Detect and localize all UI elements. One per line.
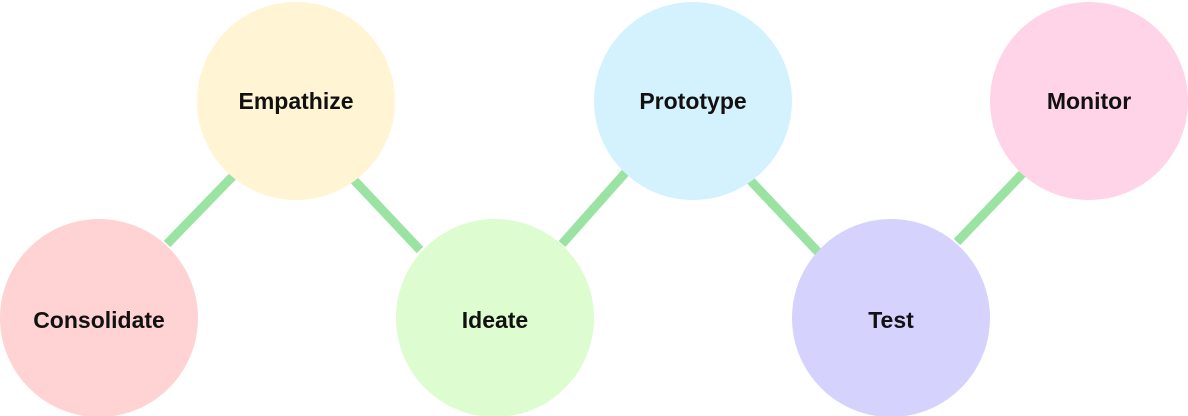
node-consolidate: Consolidate (0, 219, 198, 416)
connector-test-monitor (953, 168, 1028, 246)
node-prototype-circle (594, 2, 792, 200)
connector-prototype-test (746, 176, 822, 256)
node-prototype: Prototype (594, 2, 792, 200)
node-empathize-circle (197, 2, 395, 200)
node-ideate-label: Ideate (462, 307, 528, 333)
connectors (163, 168, 1028, 256)
node-test-circle (792, 219, 990, 416)
node-monitor-circle (990, 2, 1188, 200)
connector-ideate-prototype (558, 169, 630, 247)
node-monitor: Monitor (990, 2, 1188, 200)
node-consolidate-label: Consolidate (33, 307, 165, 333)
node-monitor-label: Monitor (1047, 88, 1131, 114)
node-consolidate-circle (0, 219, 198, 416)
node-empathize: Empathize (197, 2, 395, 200)
node-empathize-label: Empathize (238, 88, 353, 114)
node-ideate: Ideate (396, 219, 594, 416)
node-test-label: Test (868, 307, 914, 333)
node-test: Test (792, 219, 990, 416)
connector-empathize-ideate (350, 176, 424, 254)
connector-consolidate-empathize (163, 172, 237, 248)
node-ideate-circle (396, 219, 594, 416)
node-prototype-label: Prototype (639, 88, 746, 114)
